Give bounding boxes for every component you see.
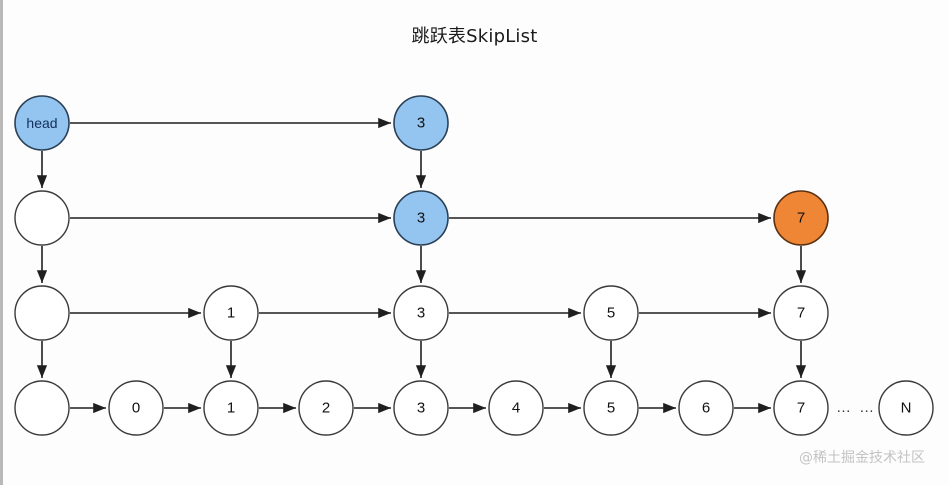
links-layer — [36, 117, 807, 414]
skiplist-node[interactable]: 2 — [298, 380, 354, 436]
node-circle — [488, 380, 544, 436]
ellipsis-label: … … — [836, 399, 877, 416]
node-label: N — [901, 400, 912, 417]
node-label: 1 — [227, 400, 235, 417]
skiplist-node[interactable]: 1 — [203, 380, 259, 436]
node-label: 5 — [607, 400, 615, 417]
node-circle — [773, 380, 829, 436]
left-border-line — [0, 0, 3, 485]
node-circle — [108, 380, 164, 436]
skiplist-node[interactable]: 3 — [393, 190, 449, 246]
skiplist-node[interactable]: 6 — [678, 380, 734, 436]
page-title: 跳跃表SkipList — [411, 26, 538, 47]
node-circle — [393, 95, 449, 151]
skiplist-node[interactable]: head — [14, 95, 70, 151]
node-label: 3 — [417, 305, 425, 322]
node-circle — [203, 380, 259, 436]
node-label: 4 — [512, 400, 520, 417]
node-label: 0 — [132, 400, 140, 417]
skiplist-node[interactable]: 4 — [488, 380, 544, 436]
skiplist-node[interactable]: 3 — [393, 95, 449, 151]
skiplist-node[interactable] — [14, 380, 70, 436]
node-circle — [14, 285, 70, 341]
node-circle — [393, 190, 449, 246]
node-circle — [393, 380, 449, 436]
skiplist-node[interactable]: N — [878, 380, 934, 436]
skiplist-node[interactable]: 0 — [108, 380, 164, 436]
watermark-label: @稀土掘金技术社区 — [799, 450, 925, 466]
node-circle — [878, 380, 934, 436]
skiplist-node[interactable] — [14, 285, 70, 341]
node-circle — [14, 190, 70, 246]
node-label: 3 — [417, 400, 425, 417]
node-circle — [773, 190, 829, 246]
skiplist-node[interactable]: 3 — [393, 285, 449, 341]
node-label: 3 — [417, 115, 425, 132]
node-label: 1 — [227, 305, 235, 322]
node-circle — [583, 380, 639, 436]
skiplist-node[interactable]: 1 — [203, 285, 259, 341]
node-circle — [678, 380, 734, 436]
skiplist-node[interactable]: 7 — [773, 380, 829, 436]
node-circle — [14, 95, 70, 151]
node-label: 3 — [417, 210, 425, 227]
node-circle — [393, 285, 449, 341]
node-circle — [773, 285, 829, 341]
node-label: 7 — [797, 305, 805, 322]
skiplist-node[interactable] — [14, 190, 70, 246]
node-circle — [14, 380, 70, 436]
node-circle — [298, 380, 354, 436]
node-label: 6 — [702, 400, 710, 417]
node-circle — [583, 285, 639, 341]
node-label: 5 — [607, 305, 615, 322]
skiplist-node[interactable]: 3 — [393, 380, 449, 436]
node-label: 7 — [797, 400, 805, 417]
node-circle — [203, 285, 259, 341]
node-label: 7 — [797, 210, 805, 227]
skiplist-node[interactable]: 7 — [773, 285, 829, 341]
skiplist-node[interactable]: 5 — [583, 285, 639, 341]
node-label: head — [26, 115, 57, 131]
node-label: 2 — [322, 400, 330, 417]
skiplist-node[interactable]: 7 — [773, 190, 829, 246]
skiplist-node[interactable]: 5 — [583, 380, 639, 436]
